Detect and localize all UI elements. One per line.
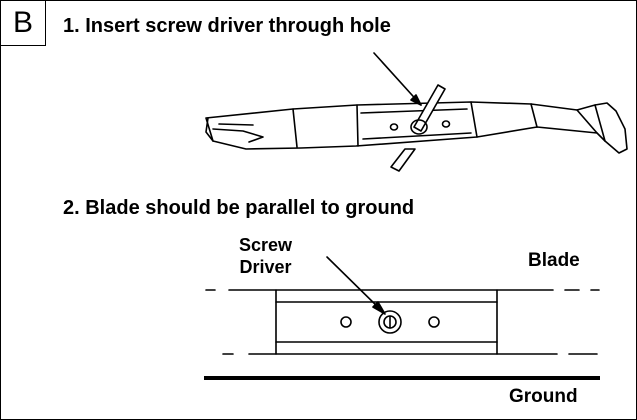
ground-label: Ground [509,386,578,407]
blade-left-lift [212,128,264,143]
side-hole-right [428,316,440,328]
blade-label: Blade [528,250,580,271]
blade-right-fin [594,104,606,142]
step-2-text: 2. Blade should be parallel to ground [63,197,415,219]
screw-driver-label-line2: Driver [239,257,292,277]
blade-body [275,289,498,355]
blade-bend-left [292,108,298,148]
blade-bend-right [530,103,538,128]
screw-driver-label: Screw Driver [239,234,292,278]
screw-pointer-arrowhead [372,301,386,315]
screwdriver-shaft-upper [413,84,446,132]
pointer-arrowhead [410,94,422,106]
blade-center-slot [360,108,472,140]
step-1-text: 1. Insert screw driver through hole [63,15,391,37]
blade-bend-center-left [356,104,359,147]
blade-left-tip [205,117,214,142]
pointer-arrow-line [373,52,422,106]
blade-bend-center-right [470,101,478,138]
blade-outline [205,101,628,154]
ground-line [204,376,600,380]
blade-left-edge [218,123,254,126]
screwdriver-shaft-lower [390,148,416,172]
blade-right-crease [576,109,598,134]
panel-letter: B [1,1,46,46]
blade-perspective-drawing [205,52,628,172]
blade-center-hole [410,119,428,135]
blade-hole-left [389,123,399,131]
blade-hole-right [441,120,451,128]
blade-side-view [205,256,600,355]
screw-driver-label-line1: Screw [239,235,293,255]
screw-pointer-line [326,256,383,312]
side-hole-left [340,316,352,328]
screwdriver-tip-circle [378,310,402,334]
